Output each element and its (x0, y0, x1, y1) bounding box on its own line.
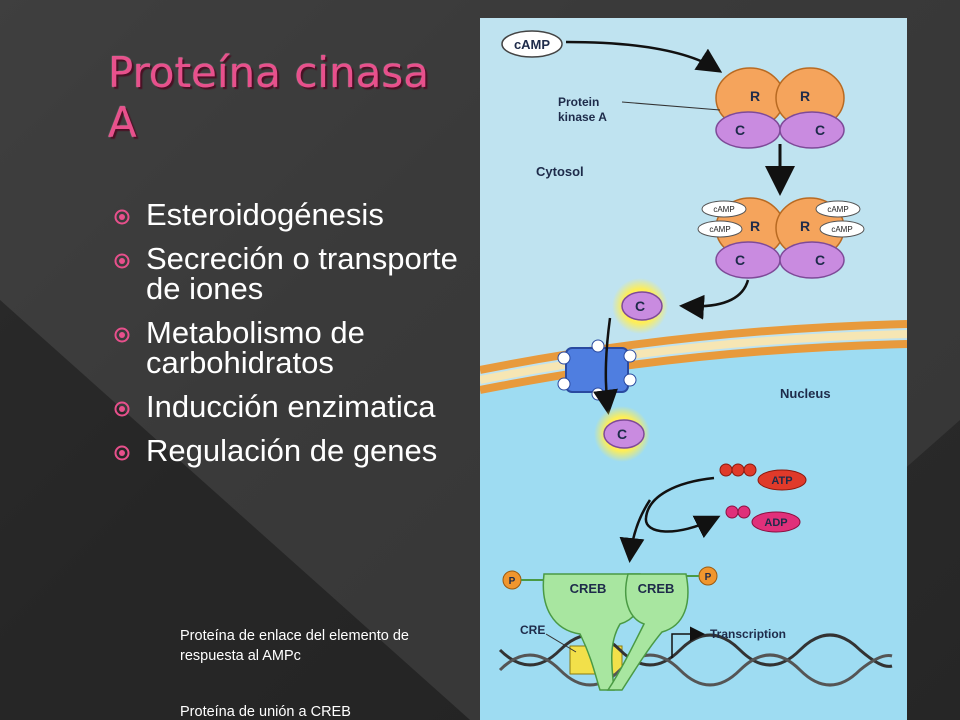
bullet-item: Regulación de genes (114, 433, 459, 468)
regulatory-subunit-label: R (750, 88, 760, 104)
note-creb-definition: Proteína de enlace del elemento de respu… (180, 628, 409, 664)
transcription-arrow (671, 626, 705, 658)
camp-oval (501, 30, 563, 58)
adp-molecule: ADP (725, 505, 801, 533)
pka-diagram: cAMP R R C C Protein kinase A Cytosol R … (480, 18, 907, 720)
adp-label: ADP (764, 517, 787, 529)
bullet-item: Inducción enzimatica (114, 389, 459, 424)
camp-arrow (565, 40, 723, 73)
nucleus-label: Nucleus (780, 386, 831, 401)
circle-bullet-icon (114, 253, 130, 269)
pka-holoenzyme: R R C C (715, 67, 845, 149)
circle-bullet-icon (114, 327, 130, 343)
catalytic-subunit-label: C (735, 122, 745, 138)
pka-camp-complex: R R C C cAMP cAMP cAMP cAMP (697, 197, 865, 279)
pka-label-line1: Protein (558, 95, 599, 109)
transcription-label: Transcription (710, 627, 786, 641)
camp-small-label: cAMP (713, 205, 734, 214)
bullet-text: Metabolismo de carbohidratos (146, 315, 365, 380)
pka-label-line2: kinase A (558, 110, 607, 124)
circle-bullet-icon (114, 445, 130, 461)
bullet-text: Secreción o transporte de iones (146, 241, 458, 306)
catalytic-subunit-label: C (815, 122, 825, 138)
nuclear-catalytic-subunit (603, 419, 645, 449)
bullet-text: Esteroidogénesis (146, 197, 384, 232)
catalytic-subunit-label: C (635, 298, 645, 314)
regulatory-subunit-label: R (750, 218, 760, 234)
free-catalytic-subunit (621, 291, 663, 321)
circle-bullet-icon (114, 209, 130, 225)
bullet-list: Esteroidogénesis Secreción o transporte … (114, 197, 459, 480)
camp-small-label: cAMP (831, 225, 852, 234)
bullet-item: Esteroidogénesis (114, 197, 459, 232)
phosphate-label: P (705, 572, 712, 583)
regulatory-subunit-label: R (800, 88, 810, 104)
slide-title: Proteína cinasa A (108, 48, 430, 147)
pka-label-pointer (621, 101, 721, 111)
bullet-text: Regulación de genes (146, 433, 438, 468)
note-creb-binding: Proteína de unión a CREB (180, 704, 351, 720)
catalytic-subunit-label: C (815, 252, 825, 268)
catalytic-subunit-label: C (617, 426, 627, 442)
cre-pointer (545, 633, 577, 653)
phosphate-label: P (509, 576, 516, 587)
creb-dimer: CREB CREB (542, 573, 689, 691)
nuclear-membrane (480, 320, 907, 394)
camp-small-label: cAMP (827, 205, 848, 214)
cre-label: CRE (520, 623, 545, 637)
creb-label: CREB (570, 581, 607, 596)
nuclear-entry-arrow (593, 317, 618, 415)
cytosol-label: Cytosol (536, 164, 584, 179)
bullet-item: Metabolismo de carbohidratos (114, 315, 459, 380)
catalytic-subunit-label: C (735, 252, 745, 268)
atp-molecule: ATP (719, 463, 807, 491)
circle-bullet-icon (114, 401, 130, 417)
creb-activation-arrow (619, 499, 652, 563)
creb-label: CREB (638, 581, 675, 596)
bullet-text: Inducción enzimatica (146, 389, 436, 424)
nuclear-pore (557, 339, 637, 401)
release-arrow (679, 279, 750, 320)
camp-small-label: cAMP (709, 225, 730, 234)
bullet-item: Secreción o transporte de iones (114, 241, 459, 306)
regulatory-subunit-label: R (800, 218, 810, 234)
phosphorylation-arrow (644, 476, 721, 539)
camp-label: cAMP (514, 37, 550, 52)
atp-label: ATP (771, 475, 792, 487)
